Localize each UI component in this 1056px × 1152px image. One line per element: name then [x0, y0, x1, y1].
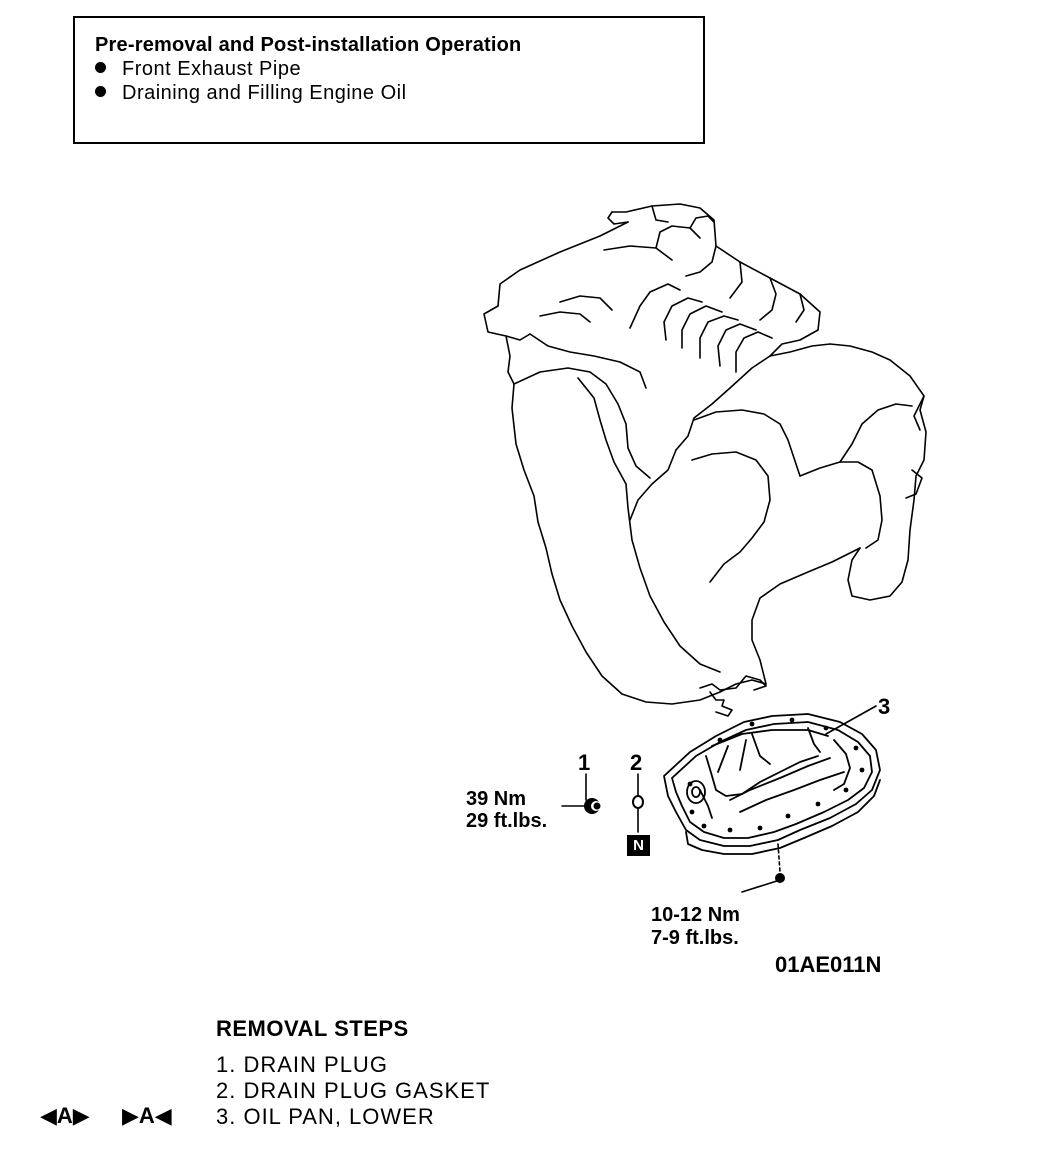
removal-service-mark: ◀A▶ — [40, 1103, 90, 1128]
pre-removal-box: Pre-removal and Post-installation Operat… — [73, 16, 705, 144]
pre-removal-title: Pre-removal and Post-installation Operat… — [95, 34, 522, 56]
pan-bolt-leader — [777, 843, 781, 873]
bullet-icon — [95, 62, 106, 73]
pan-bolt-icon — [775, 873, 785, 883]
drain-plug-torque-ftlbs: 29 ft.lbs. — [466, 810, 548, 832]
drain-plug-torque-nm: 39 Nm — [466, 788, 527, 810]
drain-plug-icon — [584, 798, 601, 814]
removal-step: 2. DRAIN PLUG GASKET — [216, 1078, 491, 1103]
pan-torque-leader — [741, 879, 781, 893]
figure-code: 01AE011N — [775, 952, 882, 977]
new-part-badge: N — [627, 835, 650, 856]
pre-removal-item: Draining and Filling Engine Oil — [95, 82, 407, 105]
pre-removal-item-label: Draining and Filling Engine Oil — [122, 82, 407, 104]
engine-illustration — [483, 203, 927, 717]
removal-step: 3. OIL PAN, LOWER — [216, 1104, 435, 1129]
removal-steps-title: REMOVAL STEPS — [216, 1016, 409, 1041]
pan-bolt-holes — [687, 717, 865, 833]
callout-3-leader — [825, 705, 877, 735]
callout-2: 2 — [630, 750, 643, 775]
callout-1: 1 — [578, 750, 591, 775]
pre-removal-item: Front Exhaust Pipe — [95, 58, 301, 81]
pre-removal-item-label: Front Exhaust Pipe — [122, 58, 302, 80]
gasket-icon — [632, 795, 644, 809]
oil-pan-illustration — [663, 713, 881, 855]
removal-step: 1. DRAIN PLUG — [216, 1052, 388, 1077]
installation-service-mark: ▶A◀ — [122, 1103, 172, 1128]
pan-bolt-torque-nm: 10-12 Nm — [651, 904, 740, 926]
pan-bolt-torque-ftlbs: 7-9 ft.lbs. — [651, 927, 739, 949]
callout-3: 3 — [878, 694, 891, 719]
bullet-icon — [95, 86, 106, 97]
